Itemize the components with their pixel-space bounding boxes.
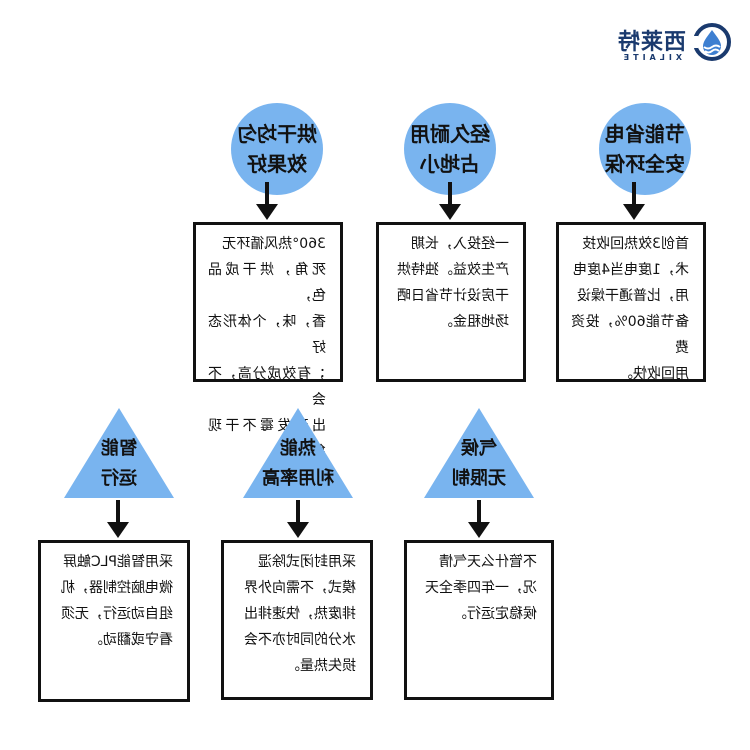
description-line: 不管什么天气情 — [439, 554, 537, 570]
down-arrow-icon — [468, 500, 490, 538]
triangle-shape — [424, 408, 534, 498]
feature-title-line2: 占地小 — [420, 152, 480, 176]
feature-title-line2: 利用率高 — [262, 468, 334, 489]
feature-description-box: 采用封闭式除湿 模式，不需向外界 排废热，快速排出 水分的同时亦不会 损失热量。 — [221, 540, 373, 700]
feature-title-line1: 烘干均匀 — [237, 122, 317, 146]
logo-chinese-name: 西莱特 — [616, 30, 686, 55]
description-line: 用回收快。 — [619, 366, 689, 382]
description-line: 产生效益。独特烘 — [397, 262, 509, 278]
company-logo-icon — [692, 23, 731, 61]
description-line: 采用智能PLC触屏 — [62, 554, 173, 570]
down-arrow-icon — [439, 182, 461, 220]
feature-title-line2: 运行 — [101, 468, 137, 489]
description-line: 术，1度电当4度电 — [573, 262, 689, 278]
description-line: 况，一年四季全天 — [425, 580, 537, 596]
description-line: 备节能60%，投资费 — [571, 314, 689, 356]
description-line: 组自动运行，无须 — [61, 606, 173, 622]
feature-title-line2: 安全环保 — [605, 152, 685, 176]
feature-title-line2: 无限制 — [452, 468, 506, 489]
description-line: 看守或翻动。 — [89, 632, 173, 648]
down-arrow-icon — [256, 182, 278, 220]
description-line: 候稳定运行。 — [453, 606, 537, 622]
description-line: 香，味，个体形态好 — [208, 314, 326, 356]
feature-triangle-heat-efficiency: 热能 利用率高 — [243, 408, 353, 498]
description-line: 采用封闭式除湿 — [258, 554, 356, 570]
feature-title-line2: 效果好 — [247, 152, 307, 176]
down-arrow-icon — [623, 182, 645, 220]
description-line: 用，比普通干燥设 — [577, 288, 689, 304]
description-line: 场地租金。 — [439, 314, 509, 330]
feature-triangle-weather: 气候 无限制 — [424, 408, 534, 498]
down-arrow-icon — [287, 500, 309, 538]
description-line: 微电脑控制器，机 — [61, 580, 173, 596]
down-arrow-icon — [107, 500, 129, 538]
description-line: 模式，不需向外界 — [244, 580, 356, 596]
feature-title-line1: 节能省电 — [605, 122, 685, 146]
feature-title-line1: 经久耐用 — [410, 122, 490, 146]
feature-description-box: 一经投入，长期 产生效益。独特烘 干房设计节省日晒 场地租金。 — [376, 222, 526, 382]
brand-logo: 西莱特 XILAITE — [612, 18, 732, 68]
feature-title-line1: 热能 — [280, 438, 316, 459]
description-line: 损失热量。 — [286, 658, 356, 674]
triangle-shape — [64, 408, 174, 498]
description-line: 水分的同时亦不会 — [244, 632, 356, 648]
feature-description-box: 采用智能PLC触屏 微电脑控制器，机 组自动运行，无须 看守或翻动。 — [38, 540, 190, 702]
triangle-shape — [243, 408, 353, 498]
feature-description-box: 不管什么天气情 况，一年四季全天 候稳定运行。 — [404, 540, 554, 700]
description-line: 首创3效热回收技 — [582, 236, 689, 252]
description-line: 排废热，快速排出 — [244, 606, 356, 622]
feature-title-line1: 智能 — [101, 438, 137, 459]
feature-triangle-smart-operation: 智能 运行 — [64, 408, 174, 498]
description-line: ；有效成分高，不会 — [208, 366, 326, 408]
description-line: 一经投入，长期 — [411, 236, 509, 252]
description-line: 干房设计节省日晒 — [397, 288, 509, 304]
feature-title-line1: 气候 — [461, 438, 497, 459]
description-line: 360°热风循环无 — [222, 236, 326, 252]
feature-description-box: 360°热风循环无 死角，烘干成品色， 香，味，个体形态好 ；有效成分高，不会 … — [193, 222, 343, 460]
logo-english-name: XILAITE — [619, 53, 682, 62]
feature-description-box: 首创3效热回收技 术，1度电当4度电 用，比普通干燥设 备节能60%，投资费 用… — [556, 222, 706, 382]
description-line: 死角，烘干成品色， — [208, 262, 326, 304]
